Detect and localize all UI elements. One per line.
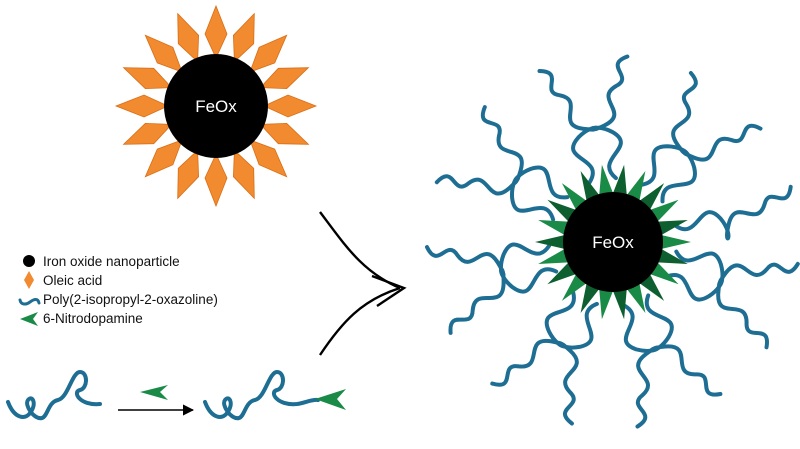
oleic-acid-ligand xyxy=(259,122,310,145)
oleic-acid-ligand xyxy=(177,12,200,63)
legend: Iron oxide nanoparticle Oleic acid Poly(… xyxy=(18,254,218,326)
polymer-chain xyxy=(660,123,763,204)
polymer-chain xyxy=(639,71,698,187)
nitrodopamine-ligand xyxy=(659,234,691,250)
oleic-acid-ligand xyxy=(122,122,173,145)
free-polymer-chain xyxy=(6,370,102,421)
nitrodopamine-ligand xyxy=(655,247,688,264)
legend-label-core: Iron oxide nanoparticle xyxy=(43,254,180,269)
polymer-chain xyxy=(644,293,723,397)
polymer-grafted-nanoparticle: FeOx xyxy=(425,54,800,429)
oleic-acid-ligand xyxy=(204,153,228,208)
black-circle-icon xyxy=(23,255,35,267)
polymer-chain xyxy=(434,174,556,222)
nitrodopamine-ligand xyxy=(612,164,627,198)
polymer-brush xyxy=(425,54,800,429)
oleic-acid-ligand xyxy=(204,4,228,59)
oleic-acid-ligand xyxy=(259,67,310,90)
polymer-chain xyxy=(556,301,599,426)
oleic-acid-ligand xyxy=(114,94,169,118)
polymer-chain xyxy=(672,184,793,241)
oleic-acid-capped-nanoparticle: FeOx xyxy=(114,4,318,208)
polymer-chain xyxy=(537,69,600,185)
iron-oxide-core-right xyxy=(563,192,663,292)
oleic-acid-ligand xyxy=(249,34,288,73)
polymer-chain xyxy=(480,105,570,200)
polymer-chain xyxy=(621,303,660,429)
polymer-chain xyxy=(425,242,552,278)
polymer-chain xyxy=(674,249,800,288)
legend-label-polymer: Poly(2-isopropyl-2-oxazoline) xyxy=(43,292,218,307)
ligand-exchange-arrow xyxy=(319,211,407,356)
core-label-left: FeOx xyxy=(195,97,237,116)
oleic-acid-shell xyxy=(114,4,318,208)
legend-label-oleic: Oleic acid xyxy=(43,273,102,288)
nitrodopamine-ligand xyxy=(538,220,571,237)
polymer-chain-icon xyxy=(18,298,41,306)
polymer-chain xyxy=(490,290,576,387)
nitrodopamine-ligand xyxy=(538,247,571,264)
nitrodopamine-ligand xyxy=(535,234,567,250)
oleic-acid-ligand xyxy=(144,34,183,73)
nitrodopamine-ligand xyxy=(612,286,627,320)
oleic-acid-ligand xyxy=(144,139,183,178)
legend-label-nitrodopamine: 6-Nitrodopamine xyxy=(43,311,143,326)
nitrodopamine-ligand xyxy=(655,220,688,237)
green-wedge-icon xyxy=(20,312,38,326)
attached-nitrodopamine-icon xyxy=(315,389,346,410)
oleic-acid-ligand xyxy=(249,139,288,178)
polymer-chain xyxy=(448,267,559,335)
polymer-functionalization xyxy=(6,370,346,421)
oleic-acid-ligand xyxy=(263,94,318,118)
iron-oxide-core-left xyxy=(164,54,268,158)
oleic-acid-ligand xyxy=(232,149,255,200)
nitrodopamine-ligand xyxy=(599,286,614,320)
oleic-acid-ligand xyxy=(232,12,255,63)
oleic-acid-ligand xyxy=(177,149,200,200)
nitrodopamine-ligand xyxy=(599,164,614,198)
polymer-chain xyxy=(664,272,769,350)
orange-diamond-icon xyxy=(24,271,34,289)
polymer-chain xyxy=(589,54,630,181)
core-label-right: FeOx xyxy=(592,233,634,252)
functionalized-polymer-chain xyxy=(203,370,320,421)
oleic-acid-ligand xyxy=(122,67,173,90)
free-nitrodopamine-icon xyxy=(140,385,168,400)
